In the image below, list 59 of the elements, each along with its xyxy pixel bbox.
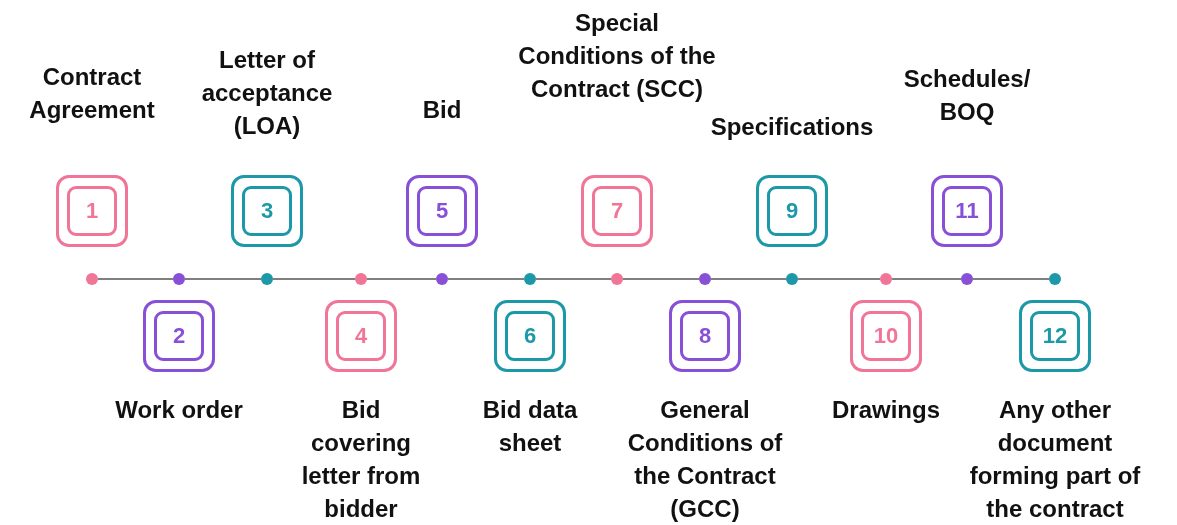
number-tile <box>850 300 922 372</box>
number-tile <box>931 175 1003 247</box>
step-label: Special Conditions of the Contract (SCC) <box>517 8 717 104</box>
timeline-dot <box>86 273 98 285</box>
timeline-dot <box>880 273 892 285</box>
step-label: Drawings <box>831 395 941 425</box>
step-number: 2 <box>154 311 204 361</box>
timeline-connector <box>447 278 525 280</box>
step-label: General Conditions of the Contract (GCC) <box>626 395 784 524</box>
number-tile <box>143 300 215 372</box>
step-number: 6 <box>505 311 555 361</box>
step-number: 1 <box>67 186 117 236</box>
number-tile <box>669 300 741 372</box>
step-number: 8 <box>680 311 730 361</box>
timeline-dot <box>1049 273 1061 285</box>
step-number: 3 <box>242 186 292 236</box>
step-label: Bid <box>421 95 463 125</box>
number-tile <box>231 175 303 247</box>
step-number: 4 <box>336 311 386 361</box>
step-label: Schedules/ BOQ <box>902 64 1032 127</box>
step-label: Any other document forming part of the contract <box>968 395 1142 524</box>
step-number: 5 <box>417 186 467 236</box>
step-number: 12 <box>1030 311 1080 361</box>
timeline-connector <box>972 278 1050 280</box>
step-label: Contract Agreement <box>28 62 156 125</box>
step-label: Letter of acceptance (LOA) <box>200 45 334 141</box>
step-number: 10 <box>861 311 911 361</box>
timeline-dot <box>786 273 798 285</box>
timeline-dot <box>524 273 536 285</box>
step-number: 11 <box>942 186 992 236</box>
timeline-connector <box>184 278 262 280</box>
timeline-connector <box>535 278 612 280</box>
timeline-dot <box>355 273 367 285</box>
number-tile <box>406 175 478 247</box>
number-tile <box>494 300 566 372</box>
timeline-connector <box>710 278 787 280</box>
step-label: Specifications <box>709 112 875 142</box>
timeline-connector <box>366 278 437 280</box>
timeline-connector <box>891 278 962 280</box>
timeline-dot <box>173 273 185 285</box>
number-tile <box>325 300 397 372</box>
timeline-connector <box>272 278 356 280</box>
number-tile <box>581 175 653 247</box>
number-tile <box>1019 300 1091 372</box>
step-number: 7 <box>592 186 642 236</box>
step-label: Work order <box>114 395 244 425</box>
timeline-dot <box>961 273 973 285</box>
step-label: Bid covering letter from bidder <box>300 395 422 524</box>
timeline-dot <box>699 273 711 285</box>
number-tile <box>756 175 828 247</box>
timeline-dot <box>436 273 448 285</box>
timeline-dot <box>261 273 273 285</box>
step-number: 9 <box>767 186 817 236</box>
timeline-dot <box>611 273 623 285</box>
step-label: Bid data sheet <box>481 395 579 458</box>
timeline-connector <box>797 278 881 280</box>
timeline-connector <box>97 278 174 280</box>
timeline-connector <box>622 278 700 280</box>
number-tile <box>56 175 128 247</box>
